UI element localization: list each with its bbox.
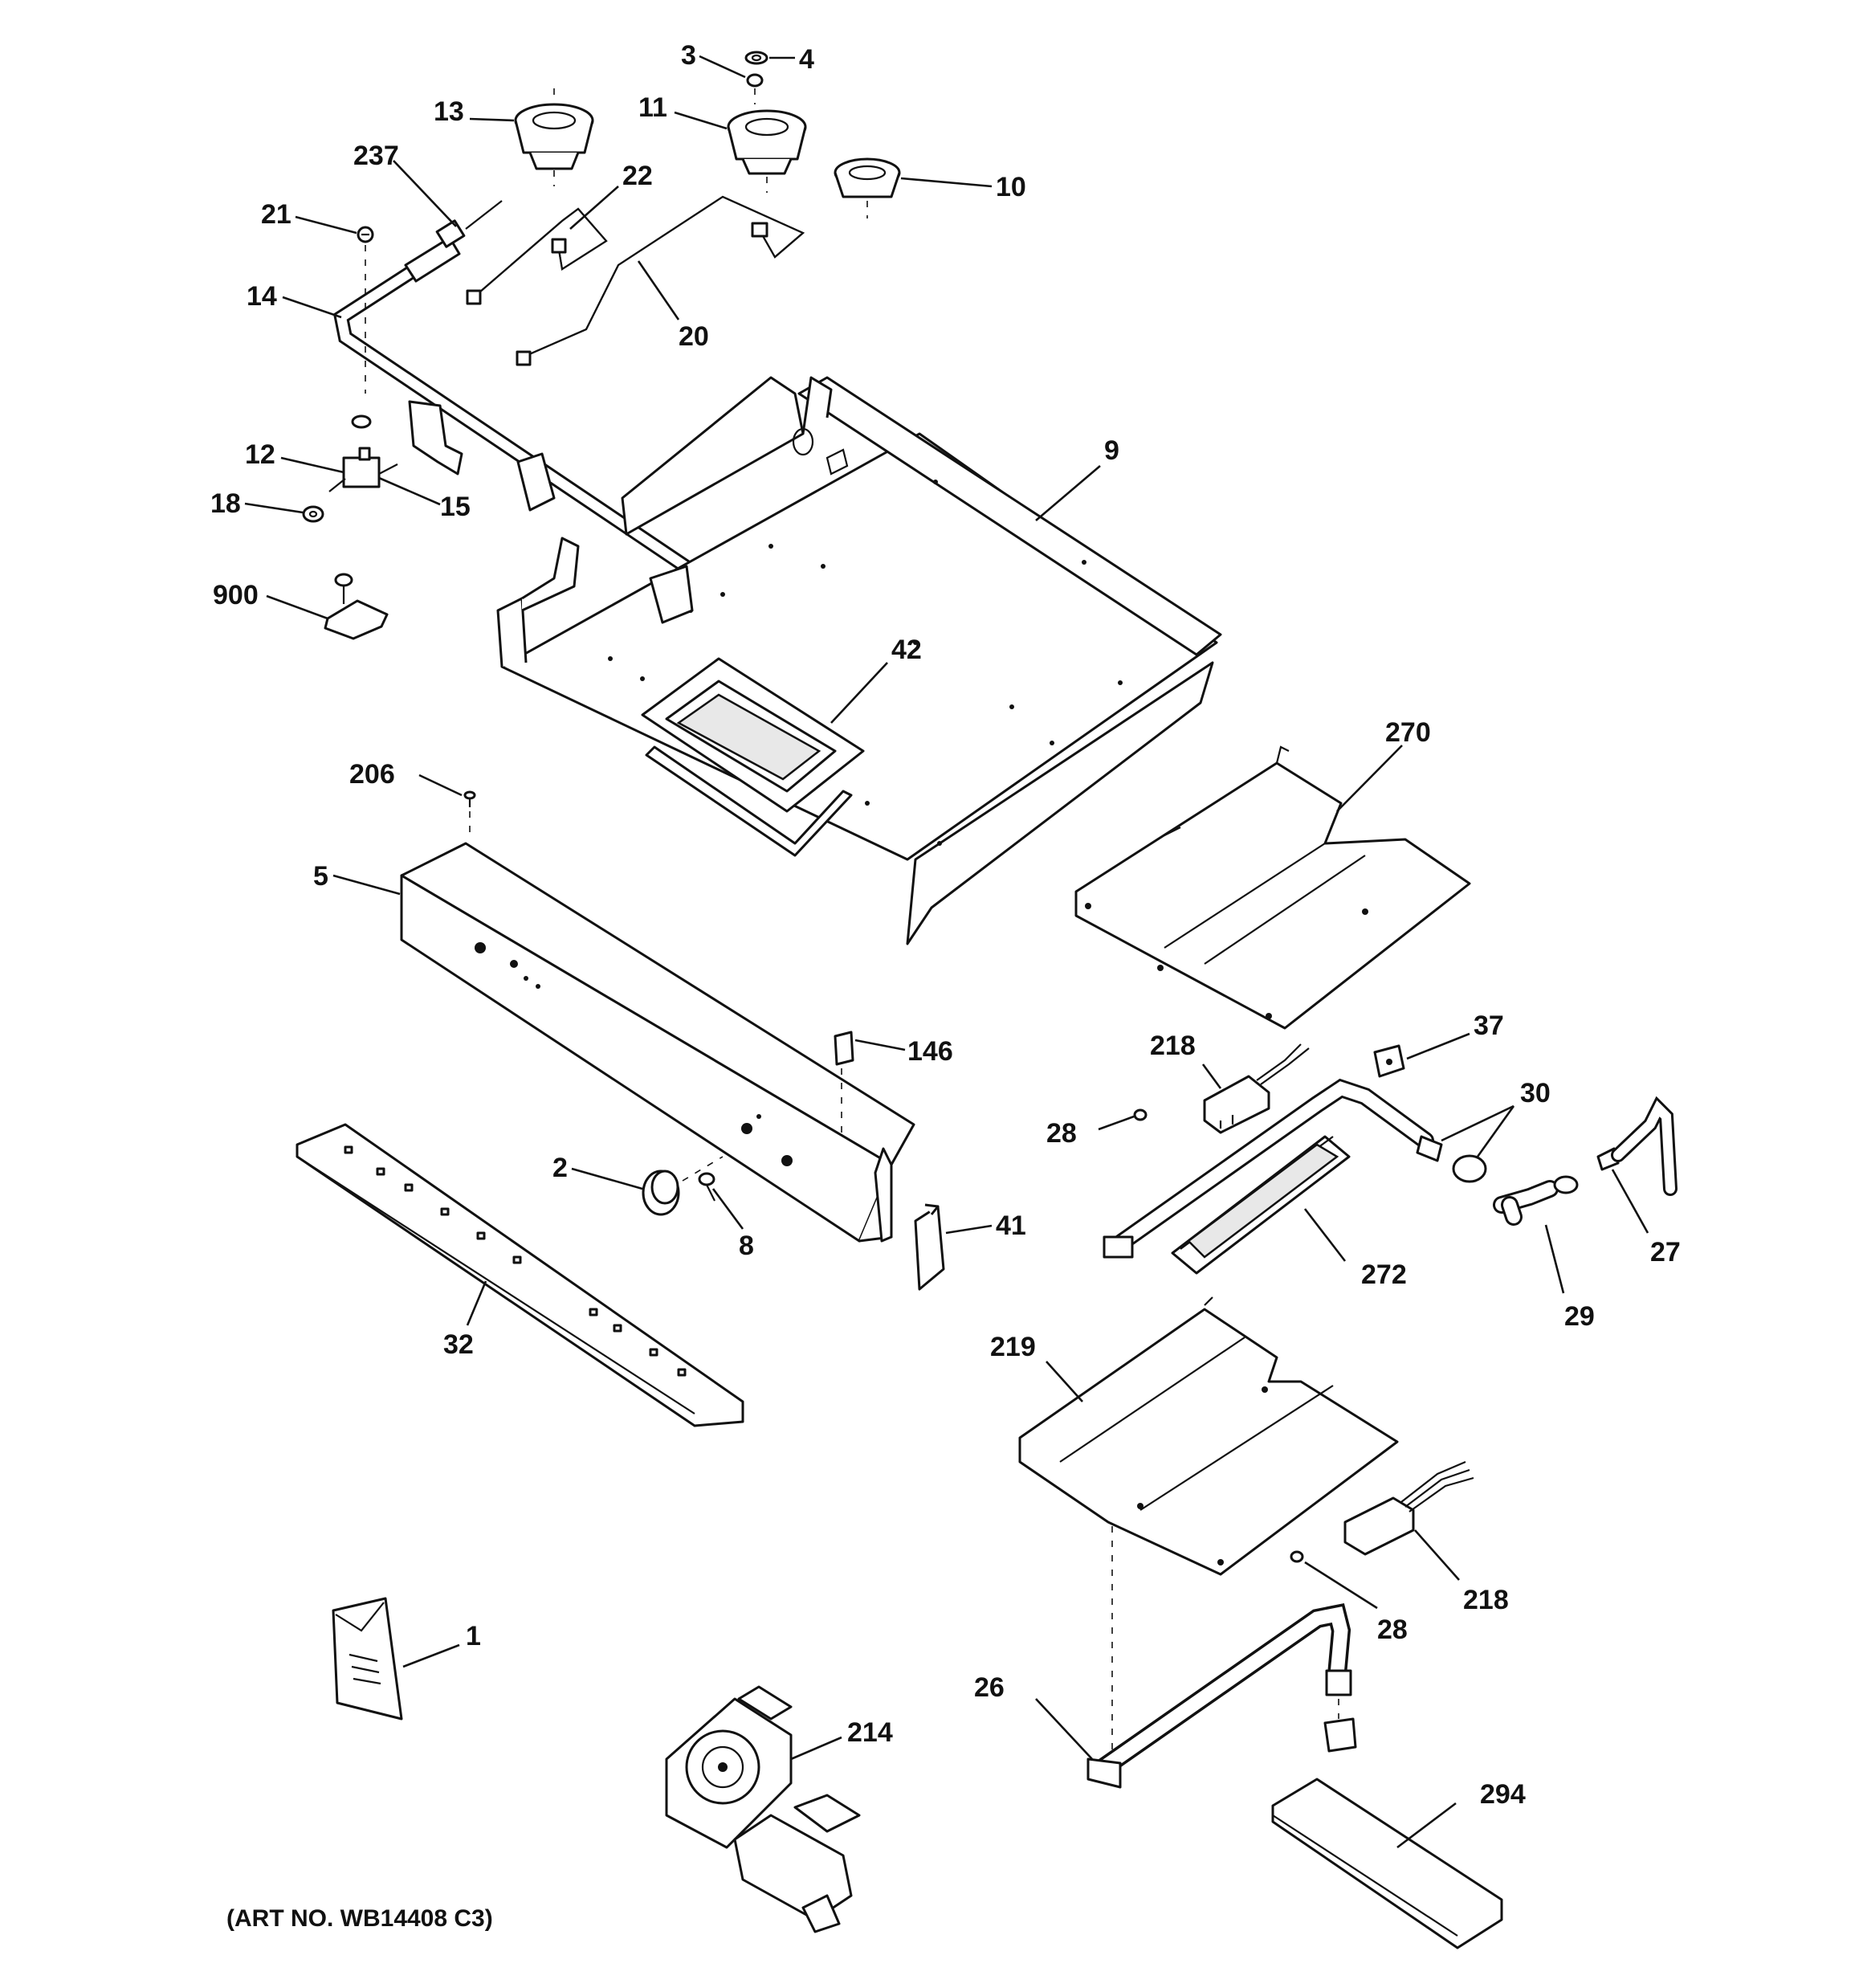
callout-32: 32 <box>443 1329 474 1360</box>
callout-10: 10 <box>996 172 1026 202</box>
burner-head-10 <box>834 157 901 218</box>
callout-272: 272 <box>1361 1259 1407 1290</box>
clip-146 <box>834 1031 854 1141</box>
callout-3: 3 <box>681 40 696 71</box>
callout-28-upper: 28 <box>1046 1118 1077 1149</box>
washer-4 <box>744 51 768 65</box>
burner-pan-272 <box>1171 1135 1351 1275</box>
callout-29: 29 <box>1564 1301 1595 1332</box>
art-number-caption: (ART NO. WB14408 C3) <box>226 1905 493 1932</box>
screw-206 <box>463 790 476 835</box>
callout-294: 294 <box>1480 1779 1526 1810</box>
tube-20 <box>516 195 805 366</box>
callout-30: 30 <box>1520 1078 1551 1108</box>
end-cap-41 <box>914 1203 945 1291</box>
callout-206: 206 <box>349 759 395 790</box>
knob-2 <box>642 1156 724 1216</box>
fitting-237 <box>404 200 503 283</box>
cutout-cover-42 <box>641 657 865 857</box>
bracket-37 <box>1373 1044 1405 1078</box>
manifold-panel-5 <box>400 842 915 1243</box>
trim-32 <box>296 1123 744 1427</box>
burner-head-13 <box>514 88 594 186</box>
callout-11: 11 <box>638 92 667 123</box>
callout-15: 15 <box>440 492 471 522</box>
burner-head-11 <box>727 109 807 193</box>
callout-12: 12 <box>245 439 275 470</box>
callout-42: 42 <box>891 635 922 665</box>
callout-13: 13 <box>434 96 464 127</box>
valve-12-15 <box>328 414 398 492</box>
screw-28-upper <box>1133 1108 1148 1121</box>
shield-219 <box>1018 1296 1399 1751</box>
callout-237: 237 <box>353 141 399 171</box>
callout-5: 5 <box>313 861 328 892</box>
leader-lines <box>244 55 1649 1849</box>
shield-294 <box>1271 1778 1503 1949</box>
nut-18 <box>302 505 324 523</box>
igniter-218-lower <box>1343 1460 1474 1556</box>
callout-14: 14 <box>247 281 277 312</box>
callout-9: 9 <box>1104 435 1119 466</box>
igniter-218-upper <box>1203 1043 1310 1134</box>
regulator-214 <box>665 1685 861 1933</box>
shield-270 <box>1074 745 1471 1030</box>
callout-218-upper: 218 <box>1150 1031 1196 1061</box>
screw-3 <box>746 73 764 104</box>
callout-41: 41 <box>996 1210 1026 1241</box>
callout-22: 22 <box>622 161 653 191</box>
callout-900: 900 <box>213 580 259 610</box>
screw-8 <box>698 1172 715 1202</box>
tube-22 <box>466 207 608 305</box>
burner-tube-30 <box>1103 1078 1487 1259</box>
screw-21 <box>357 226 374 394</box>
callout-21: 21 <box>261 199 291 230</box>
callout-8: 8 <box>739 1231 754 1261</box>
literature-1 <box>332 1597 403 1721</box>
callout-26: 26 <box>974 1672 1005 1703</box>
callout-labels: 3 4 13 11 10 237 22 21 14 20 12 15 18 90… <box>210 40 1681 1810</box>
callout-218-lower: 218 <box>1463 1585 1509 1615</box>
burner-brackets <box>408 400 694 624</box>
callout-18: 18 <box>210 488 241 519</box>
callout-2: 2 <box>552 1153 568 1183</box>
callout-4: 4 <box>799 44 814 75</box>
callout-214: 214 <box>847 1717 893 1748</box>
burner-26 <box>1086 1602 1357 1789</box>
callout-27: 27 <box>1650 1237 1681 1268</box>
callout-270: 270 <box>1385 717 1431 748</box>
callout-20: 20 <box>679 321 709 352</box>
clamp-900 <box>324 573 389 640</box>
elbow-29 <box>1493 1175 1579 1226</box>
tube-27 <box>1596 1096 1678 1196</box>
screw-28-lower <box>1290 1550 1304 1563</box>
callout-37: 37 <box>1474 1010 1504 1041</box>
callout-1: 1 <box>466 1621 481 1651</box>
callout-219: 219 <box>990 1332 1036 1362</box>
callout-28-lower: 28 <box>1377 1614 1408 1645</box>
burner-box-9 <box>496 376 1222 945</box>
callout-146: 146 <box>907 1036 953 1067</box>
